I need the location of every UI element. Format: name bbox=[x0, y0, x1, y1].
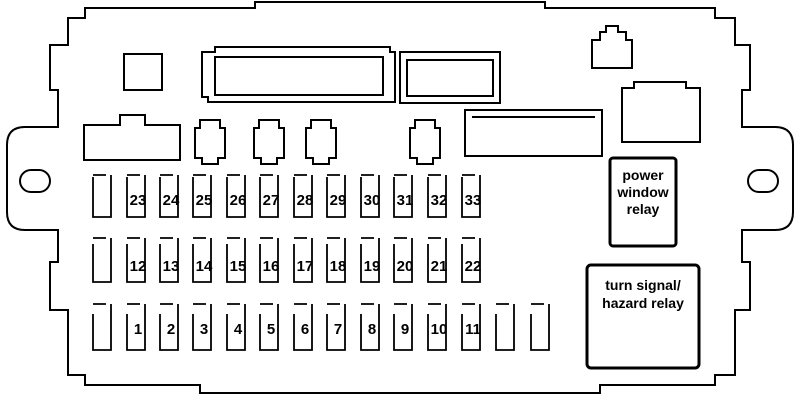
fuse-slot bbox=[192, 237, 212, 283]
fuse-slot bbox=[326, 303, 346, 351]
fuse-slot bbox=[360, 237, 380, 283]
fuse-slot bbox=[326, 237, 346, 283]
fuse-number: 6 bbox=[301, 321, 309, 338]
top-right-small-connector bbox=[591, 25, 633, 69]
fuse-number: 10 bbox=[431, 321, 448, 338]
fuse-number: 23 bbox=[130, 192, 147, 209]
fuse-slot bbox=[360, 303, 380, 351]
turn-signal-hazard-relay bbox=[585, 263, 701, 370]
right-top-connector-inner bbox=[406, 59, 494, 97]
small-square-connector bbox=[123, 53, 163, 91]
small-connector-d bbox=[409, 119, 441, 165]
fuse-slot bbox=[226, 237, 246, 283]
fuse-slot bbox=[259, 174, 279, 218]
power-window-relay-label-line-1: power bbox=[622, 167, 664, 183]
fuse-slot bbox=[393, 237, 413, 283]
fuse-number: 17 bbox=[297, 258, 314, 275]
fuse-number: 29 bbox=[330, 192, 347, 209]
fuse-slot bbox=[226, 174, 246, 218]
spare-fuse-slot bbox=[495, 303, 515, 351]
fuse-number: 20 bbox=[397, 258, 414, 275]
fuse-number: 14 bbox=[196, 258, 213, 275]
fuse-number: 22 bbox=[465, 258, 482, 275]
left-mounting-hole bbox=[19, 169, 51, 193]
fuse-number: 31 bbox=[397, 192, 414, 209]
fuse-number: 21 bbox=[431, 258, 448, 275]
fuse-slot bbox=[159, 237, 179, 283]
fuse-number: 26 bbox=[230, 192, 247, 209]
fuse-number: 27 bbox=[263, 192, 280, 209]
fuse-slot bbox=[427, 174, 447, 218]
fuse-slot bbox=[461, 237, 481, 283]
fuse-box-outline bbox=[6, 1, 794, 394]
fuse-number: 5 bbox=[267, 321, 275, 338]
fuse-slot bbox=[126, 237, 146, 283]
fuse-number: 32 bbox=[431, 192, 448, 209]
fuse-number: 15 bbox=[230, 258, 247, 275]
right-top-connector bbox=[399, 51, 501, 104]
fuse-slot bbox=[92, 303, 112, 351]
fuse-number: 8 bbox=[368, 321, 376, 338]
fuse-slot bbox=[126, 303, 146, 351]
fuse-slot bbox=[427, 237, 447, 283]
fuse-slot bbox=[293, 237, 313, 283]
fuse-number: 3 bbox=[200, 321, 208, 338]
small-connector-c bbox=[305, 119, 337, 165]
fuse-number: 24 bbox=[163, 192, 180, 209]
large-top-connector bbox=[201, 46, 396, 103]
fuse-slot bbox=[159, 303, 179, 351]
fuse-number: 33 bbox=[465, 192, 482, 209]
fuse-slot bbox=[461, 303, 481, 351]
fuse-slot bbox=[126, 174, 146, 218]
fuse-number: 13 bbox=[163, 258, 180, 275]
left-wide-connector bbox=[83, 114, 181, 161]
fuse-slot bbox=[360, 174, 380, 218]
fuse-number: 16 bbox=[263, 258, 280, 275]
fuse-slot bbox=[259, 303, 279, 351]
fuse-number: 25 bbox=[196, 192, 213, 209]
fuse-number: 4 bbox=[234, 321, 243, 338]
fuse-slot bbox=[226, 303, 246, 351]
fuse-slot bbox=[293, 174, 313, 218]
right-relay-connector bbox=[621, 81, 701, 143]
fuse-slot bbox=[259, 237, 279, 283]
right-mounting-hole bbox=[747, 169, 779, 193]
fuse-number: 11 bbox=[465, 321, 481, 338]
fuse-slot bbox=[393, 174, 413, 218]
power-window-relay-label-line-3: relay bbox=[627, 201, 660, 217]
power-window-relay-label-line-2: window bbox=[616, 184, 668, 200]
fuse-number: 19 bbox=[364, 258, 381, 275]
large-top-connector-inner bbox=[214, 56, 384, 96]
fuse-slot bbox=[326, 174, 346, 218]
small-connector-a bbox=[194, 119, 226, 165]
spare-fuse-slot bbox=[530, 303, 550, 351]
fuse-number: 7 bbox=[334, 321, 342, 338]
fuse-number: 12 bbox=[130, 258, 147, 275]
fuse-number: 30 bbox=[364, 192, 381, 209]
wide-connector-right bbox=[464, 109, 603, 157]
fuse-slot bbox=[293, 303, 313, 351]
fuse-number: 1 bbox=[134, 321, 142, 338]
fuse-slot bbox=[393, 303, 413, 351]
fuse-slot bbox=[92, 237, 112, 283]
fuse-number: 18 bbox=[330, 258, 347, 275]
power-window-relay bbox=[608, 156, 678, 248]
fuse-number: 9 bbox=[401, 321, 409, 338]
turn-signal-relay-label-line-2: hazard relay bbox=[602, 295, 684, 311]
fuse-slot bbox=[192, 174, 212, 218]
fuse-slot bbox=[427, 303, 447, 351]
fuse-slot bbox=[159, 174, 179, 218]
fuse-number: 28 bbox=[297, 192, 314, 209]
fuse-slot bbox=[92, 174, 112, 218]
fuse-number: 2 bbox=[167, 321, 175, 338]
fuse-slot bbox=[461, 174, 481, 218]
turn-signal-relay-label-line-1: turn signal/ bbox=[605, 277, 681, 293]
small-connector-b bbox=[253, 119, 285, 165]
fuse-slot bbox=[192, 303, 212, 351]
